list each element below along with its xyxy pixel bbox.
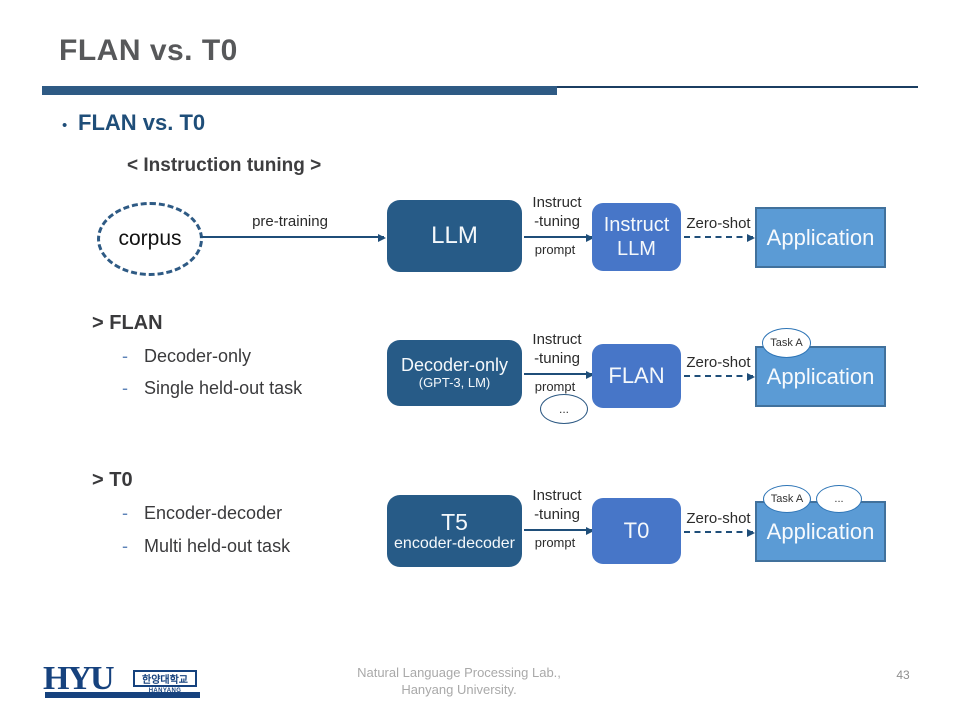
application-label-r2: Application [766, 363, 875, 389]
instruct-tuning-line1: Instruct [532, 194, 582, 211]
flan-box-label: FLAN [608, 362, 665, 388]
decoder-only-line1: Decoder-only [400, 355, 509, 376]
t0-item-2-text: Multi held-out task [144, 536, 291, 556]
application-box-r3: Application [755, 501, 886, 562]
instruct-tuning-line2: -tuning [534, 350, 580, 367]
more-badge-r3: ... [816, 485, 862, 513]
task-a-badge-r2: Task A [762, 328, 811, 358]
title-rule-bar [42, 86, 557, 95]
zeroshot-label-r3: Zero-shot [686, 510, 751, 527]
llm-box: LLM [387, 200, 522, 272]
instruct-llm-line1: Instruct [603, 214, 670, 236]
dash-marker: - [122, 536, 128, 556]
flan-box: FLAN [592, 344, 681, 408]
llm-box-label: LLM [431, 222, 478, 250]
instruct-tuning-line1: Instruct [532, 331, 582, 348]
instruct-tuning-line1: Instruct [532, 487, 582, 504]
flan-item-2: -Single held-out task [122, 378, 302, 399]
instruct-tuning-label-r3: Instruct -tuning [521, 486, 593, 524]
flan-item-1: -Decoder-only [122, 346, 251, 367]
corpus-ellipse: corpus [97, 202, 203, 276]
logo-acronym: HYU [43, 660, 115, 697]
t0-item-1: -Encoder-decoder [122, 503, 282, 524]
decoder-only-line2: (GPT-3, LM) [418, 374, 491, 390]
instruct-tuning-line2: -tuning [534, 506, 580, 523]
instruct-llm-box: Instruct LLM [592, 203, 681, 271]
corpus-label: corpus [118, 227, 182, 250]
logo-bar [45, 692, 200, 698]
application-label-r3: Application [766, 518, 875, 544]
t0-box-label: T0 [623, 517, 650, 543]
t5-line2: encoder-decoder [394, 535, 515, 553]
decoder-only-box: Decoder-only (GPT-3, LM) [387, 340, 522, 406]
page-title: FLAN vs. T0 [59, 34, 238, 67]
tuning-arrow-r2 [524, 371, 594, 379]
instruct-tuning-label-r2: Instruct -tuning [521, 330, 593, 368]
tuning-arrow-r1 [524, 234, 594, 242]
task-a-badge-r3: Task A [763, 485, 811, 513]
dash-marker: - [122, 378, 128, 398]
prompt-label-r3: prompt [534, 535, 576, 550]
application-label-r1: Application [766, 224, 875, 250]
section-caption: < Instruction tuning > [127, 155, 322, 176]
footer-text: Natural Language Processing Lab., Hanyan… [309, 664, 609, 698]
dash-marker: - [122, 346, 128, 366]
instruct-tuning-label-r1: Instruct -tuning [521, 193, 593, 231]
t5-box: T5 encoder-decoder [387, 495, 522, 567]
flan-heading: > FLAN [92, 312, 163, 334]
logo-korean-box: 한양대학교 [133, 670, 197, 687]
instruct-llm-line2: LLM [617, 238, 656, 260]
zeroshot-label-r1: Zero-shot [686, 215, 751, 232]
dash-marker: - [122, 503, 128, 523]
flan-item-1-text: Decoder-only [144, 346, 252, 366]
footer-line2: Hanyang University. [401, 682, 517, 697]
prompt-more-ellipse: ... [540, 394, 588, 424]
t0-item-1-text: Encoder-decoder [144, 503, 283, 523]
prompt-label-r2: prompt [534, 379, 576, 394]
application-box-r1: Application [755, 207, 886, 268]
t0-box: T0 [592, 498, 681, 564]
flan-item-2-text: Single held-out task [144, 378, 303, 398]
zeroshot-arrow-r1 [684, 234, 755, 242]
bullet-heading: FLAN vs. T0 [78, 110, 206, 135]
page-number: 43 [896, 668, 910, 682]
zeroshot-arrow-r2 [684, 373, 755, 381]
pretraining-label: pre-training [252, 213, 328, 230]
t0-heading: > T0 [92, 469, 133, 491]
t5-line1: T5 [441, 508, 468, 535]
instruct-tuning-line2: -tuning [534, 213, 580, 230]
zeroshot-label-r2: Zero-shot [686, 354, 751, 371]
pretraining-arrow [200, 234, 386, 242]
prompt-label-r1: prompt [534, 242, 576, 257]
bullet-marker: • [62, 117, 68, 134]
zeroshot-arrow-r3 [684, 529, 755, 537]
tuning-arrow-r3 [524, 527, 594, 535]
t0-item-2: -Multi held-out task [122, 536, 290, 557]
footer-line1: Natural Language Processing Lab., [357, 665, 561, 680]
